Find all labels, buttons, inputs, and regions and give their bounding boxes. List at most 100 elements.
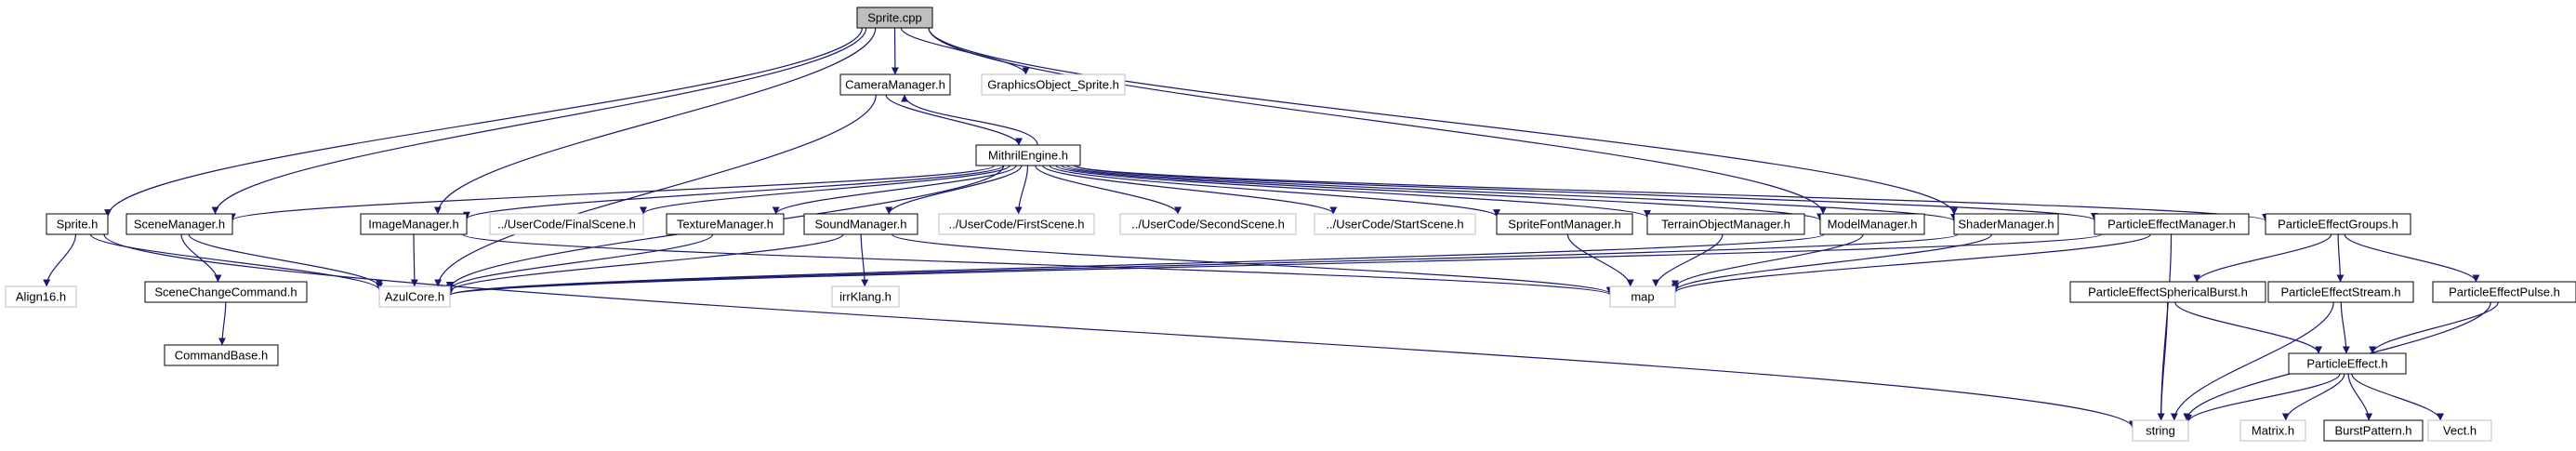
node-model-mgr[interactable]: ModelManager.h — [1819, 213, 1925, 235]
node-label: CameraManager.h — [845, 78, 945, 92]
node-second-scene: ../UserCode/SecondScene.h — [1119, 213, 1297, 235]
node-shader-mgr[interactable]: ShaderManager.h — [1953, 213, 2059, 235]
node-image-mgr[interactable]: ImageManager.h — [360, 213, 468, 235]
node-box — [489, 213, 644, 235]
node-string: string — [2132, 419, 2189, 442]
edge-sprite_cpp-to-gfx_sprite — [900, 27, 1030, 75]
node-pe-pulse[interactable]: ParticleEffectPulse.h — [2432, 281, 2576, 303]
node-camera-mgr[interactable]: CameraManager.h — [839, 73, 951, 96]
node-label: SceneChangeCommand.h — [154, 285, 297, 299]
edge-mithril-to-sound_mgr — [885, 165, 1023, 215]
edge-sprite_h-to-string — [103, 233, 2136, 429]
edge-pe_stream-to-particle_effect — [2340, 301, 2350, 354]
node-pe-stream[interactable]: ParticleEffectStream.h — [2267, 281, 2414, 303]
edge-mithril-to-image_mgr — [463, 165, 1005, 219]
edge-pe_burst-to-string — [2157, 301, 2169, 421]
edge-sprite_cpp-to-sprite_h — [104, 27, 863, 218]
node-box — [2239, 419, 2306, 442]
node-box — [1119, 213, 1297, 235]
node-box — [5, 285, 77, 308]
edge-scene_change-to-command_base — [218, 301, 227, 346]
node-box — [1609, 285, 1676, 308]
edge-mithril-to-model_mgr — [1061, 165, 1824, 221]
edge-mithril-to-camera_mgr — [901, 94, 1038, 146]
node-scene-change[interactable]: SceneChangeCommand.h — [144, 281, 308, 303]
node-label: ImageManager.h — [368, 218, 459, 232]
node-label: BurstPattern.h — [2334, 424, 2411, 438]
node-label: Vect.h — [2443, 424, 2477, 438]
edge-mithril-to-shader_mgr — [1066, 165, 1958, 222]
node-label: ParticleEffectSphericalBurst.h — [2088, 285, 2248, 299]
node-box — [144, 281, 308, 303]
node-label: Align16.h — [16, 290, 66, 304]
node-box — [2323, 419, 2424, 442]
node-matrix: Matrix.h — [2239, 419, 2306, 442]
node-sprite-h[interactable]: Sprite.h — [46, 213, 109, 235]
node-mithril[interactable]: MithrilEngine.h — [975, 144, 1081, 166]
node-align16: Align16.h — [5, 285, 77, 308]
node-label: Sprite.cpp — [867, 11, 922, 25]
node-label: string — [2146, 424, 2175, 438]
edge-mithril-to-texture_mgr — [772, 165, 1017, 215]
node-scene-mgr[interactable]: SceneManager.h — [125, 213, 233, 235]
node-sprite-cpp: Sprite.cpp — [856, 7, 933, 29]
edge-texture_mgr-to-azulcore — [446, 233, 714, 290]
edge-pe_groups-to-pe_stream — [2336, 233, 2345, 283]
edge-model_mgr-to-map — [1671, 233, 1864, 288]
edge-sprite_h-to-align16 — [43, 233, 77, 287]
node-vect: Vect.h — [2427, 419, 2492, 442]
edge-terrain_mgr-to-map — [1652, 233, 1724, 287]
node-box — [125, 213, 233, 235]
node-box — [2427, 419, 2492, 442]
node-box — [938, 213, 1095, 235]
edge-mithril-to-start_scene — [1042, 165, 1338, 215]
node-box — [1953, 213, 2059, 235]
node-spritefont-mgr[interactable]: SpriteFontManager.h — [1496, 213, 1633, 235]
node-azulcore: AzulCore.h — [378, 285, 451, 308]
edge-mithril-to-first_scene — [1014, 165, 1029, 215]
node-label: ../UserCode/FirstScene.h — [949, 218, 1085, 232]
node-sound-mgr[interactable]: SoundManager.h — [803, 213, 918, 235]
node-burst-pattern[interactable]: BurstPattern.h — [2323, 419, 2424, 442]
node-label: SpriteFontManager.h — [1508, 218, 1620, 232]
node-irrklang: irrKlang.h — [831, 285, 900, 308]
node-particle-effect[interactable]: ParticleEffect.h — [2288, 352, 2407, 375]
node-label: ParticleEffectGroups.h — [2278, 218, 2398, 232]
edge-scene_mgr-to-azulcore — [188, 233, 383, 287]
node-final-scene: ../UserCode/FinalScene.h — [489, 213, 644, 235]
edge-pe_groups-to-pe_pulse — [2344, 233, 2480, 283]
node-terrain-mgr[interactable]: TerrainObjectManager.h — [1646, 213, 1805, 235]
node-command-base[interactable]: CommandBase.h — [164, 344, 279, 366]
node-label: Matrix.h — [2252, 424, 2294, 438]
node-box — [2094, 213, 2250, 235]
node-label: ParticleEffectPulse.h — [2449, 285, 2560, 299]
node-label: ParticleEffect.h — [2306, 357, 2387, 371]
edge-mithril-to-spritefont_mgr — [1049, 165, 1500, 218]
node-label: map — [1631, 290, 1654, 304]
node-box — [975, 144, 1081, 166]
node-pe-burst[interactable]: ParticleEffectSphericalBurst.h — [2069, 281, 2266, 303]
edge-mithril-to-second_scene — [1035, 165, 1182, 215]
node-box — [378, 285, 451, 308]
node-box — [2267, 281, 2414, 303]
node-texture-mgr[interactable]: TextureManager.h — [666, 213, 785, 235]
node-label: ShaderManager.h — [1958, 218, 2054, 232]
node-pe-mgr[interactable]: ParticleEffectManager.h — [2094, 213, 2250, 235]
edge-spritefont_mgr-to-map — [1566, 233, 1634, 287]
edge-mithril-to-scene_mgr — [229, 165, 996, 221]
edge-mithril-to-pe_mgr — [1073, 165, 2098, 221]
node-box — [1496, 213, 1633, 235]
node-box — [360, 213, 468, 235]
node-pe-groups[interactable]: ParticleEffectGroups.h — [2265, 213, 2411, 235]
edge-pe_groups-to-pe_burst — [2193, 233, 2332, 283]
node-label: AzulCore.h — [385, 290, 444, 304]
edge-particle_effect-to-burst_pattern — [2347, 373, 2373, 421]
node-box — [2069, 281, 2266, 303]
edge-sound_mgr-to-map — [892, 233, 1614, 295]
node-box — [2265, 213, 2411, 235]
node-start-scene: ../UserCode/StartScene.h — [1314, 213, 1476, 235]
edge-sprite_cpp-to-image_mgr — [433, 27, 877, 215]
node-label: GraphicsObject_Sprite.h — [987, 78, 1119, 92]
